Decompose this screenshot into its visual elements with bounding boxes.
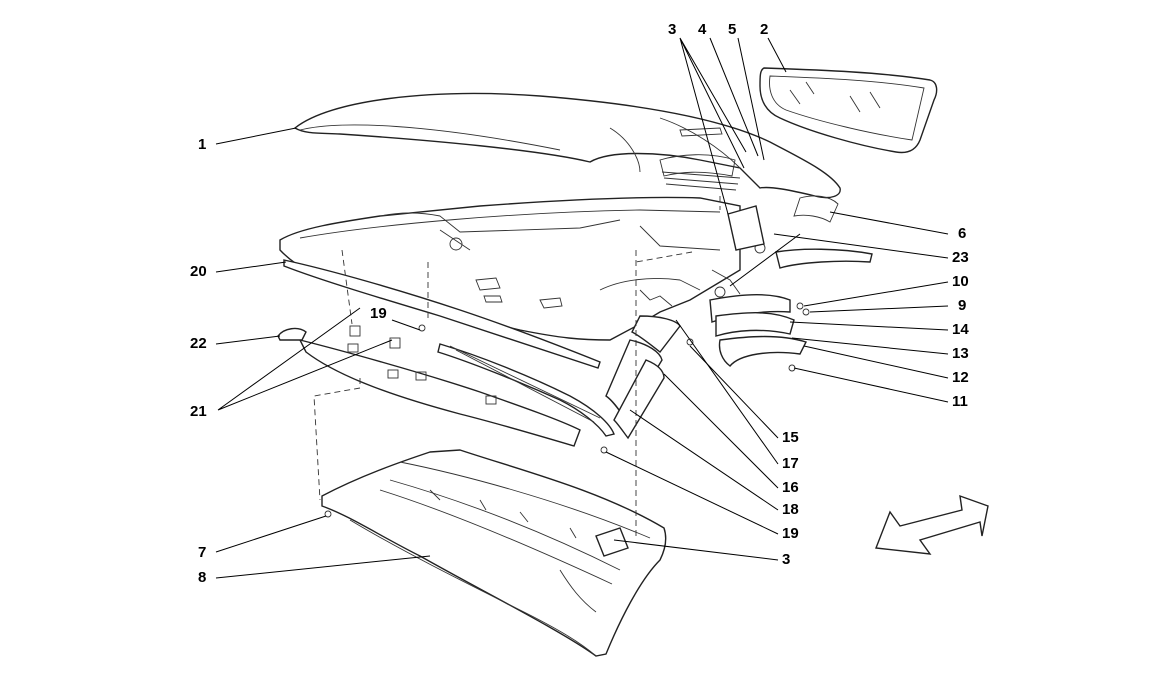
- callout-16: 16: [782, 479, 799, 496]
- lower-trim-panel: [277, 325, 581, 447]
- storage-bag: [321, 449, 667, 657]
- callout-3-lower: 3: [782, 551, 790, 568]
- callout-19-lower: 19: [782, 525, 799, 542]
- callout-4: 4: [698, 21, 707, 38]
- front-seal-strip: [283, 259, 601, 369]
- callout-22: 22: [190, 335, 207, 352]
- roof-frame: [279, 196, 741, 341]
- callout-13: 13: [952, 345, 969, 362]
- rear-window: [759, 67, 938, 154]
- roof-shell: [293, 92, 841, 223]
- side-seal-parts: [605, 315, 681, 440]
- assembly-guides: [313, 196, 721, 540]
- callout-23: 23: [952, 249, 969, 266]
- side-rubber-trim: [437, 343, 615, 437]
- callout-15: 15: [782, 429, 799, 446]
- callout-5: 5: [728, 21, 736, 38]
- callout-3-top: 3: [668, 21, 676, 38]
- callout-7: 7: [198, 544, 206, 561]
- callout-11: 11: [952, 393, 968, 410]
- leader-lines: [215, 37, 949, 579]
- callout-14: 14: [952, 321, 969, 338]
- callout-labels: 1 3 4 5 2 6 23 10 9 14 13 12 11 20 19 22…: [190, 21, 969, 586]
- callout-12: 12: [952, 369, 969, 386]
- callout-19-upper: 19: [370, 305, 387, 322]
- callout-17: 17: [782, 455, 799, 472]
- direction-arrow-icon: [875, 494, 989, 555]
- callout-2: 2: [760, 21, 768, 38]
- callout-10: 10: [952, 273, 969, 290]
- callout-9: 9: [958, 297, 966, 314]
- callout-21: 21: [190, 403, 207, 420]
- callout-6: 6: [958, 225, 966, 242]
- callout-18: 18: [782, 501, 799, 518]
- hinge-seal-group: [709, 205, 873, 367]
- callout-1: 1: [198, 136, 206, 153]
- callout-20: 20: [190, 263, 207, 280]
- callout-8: 8: [198, 569, 206, 586]
